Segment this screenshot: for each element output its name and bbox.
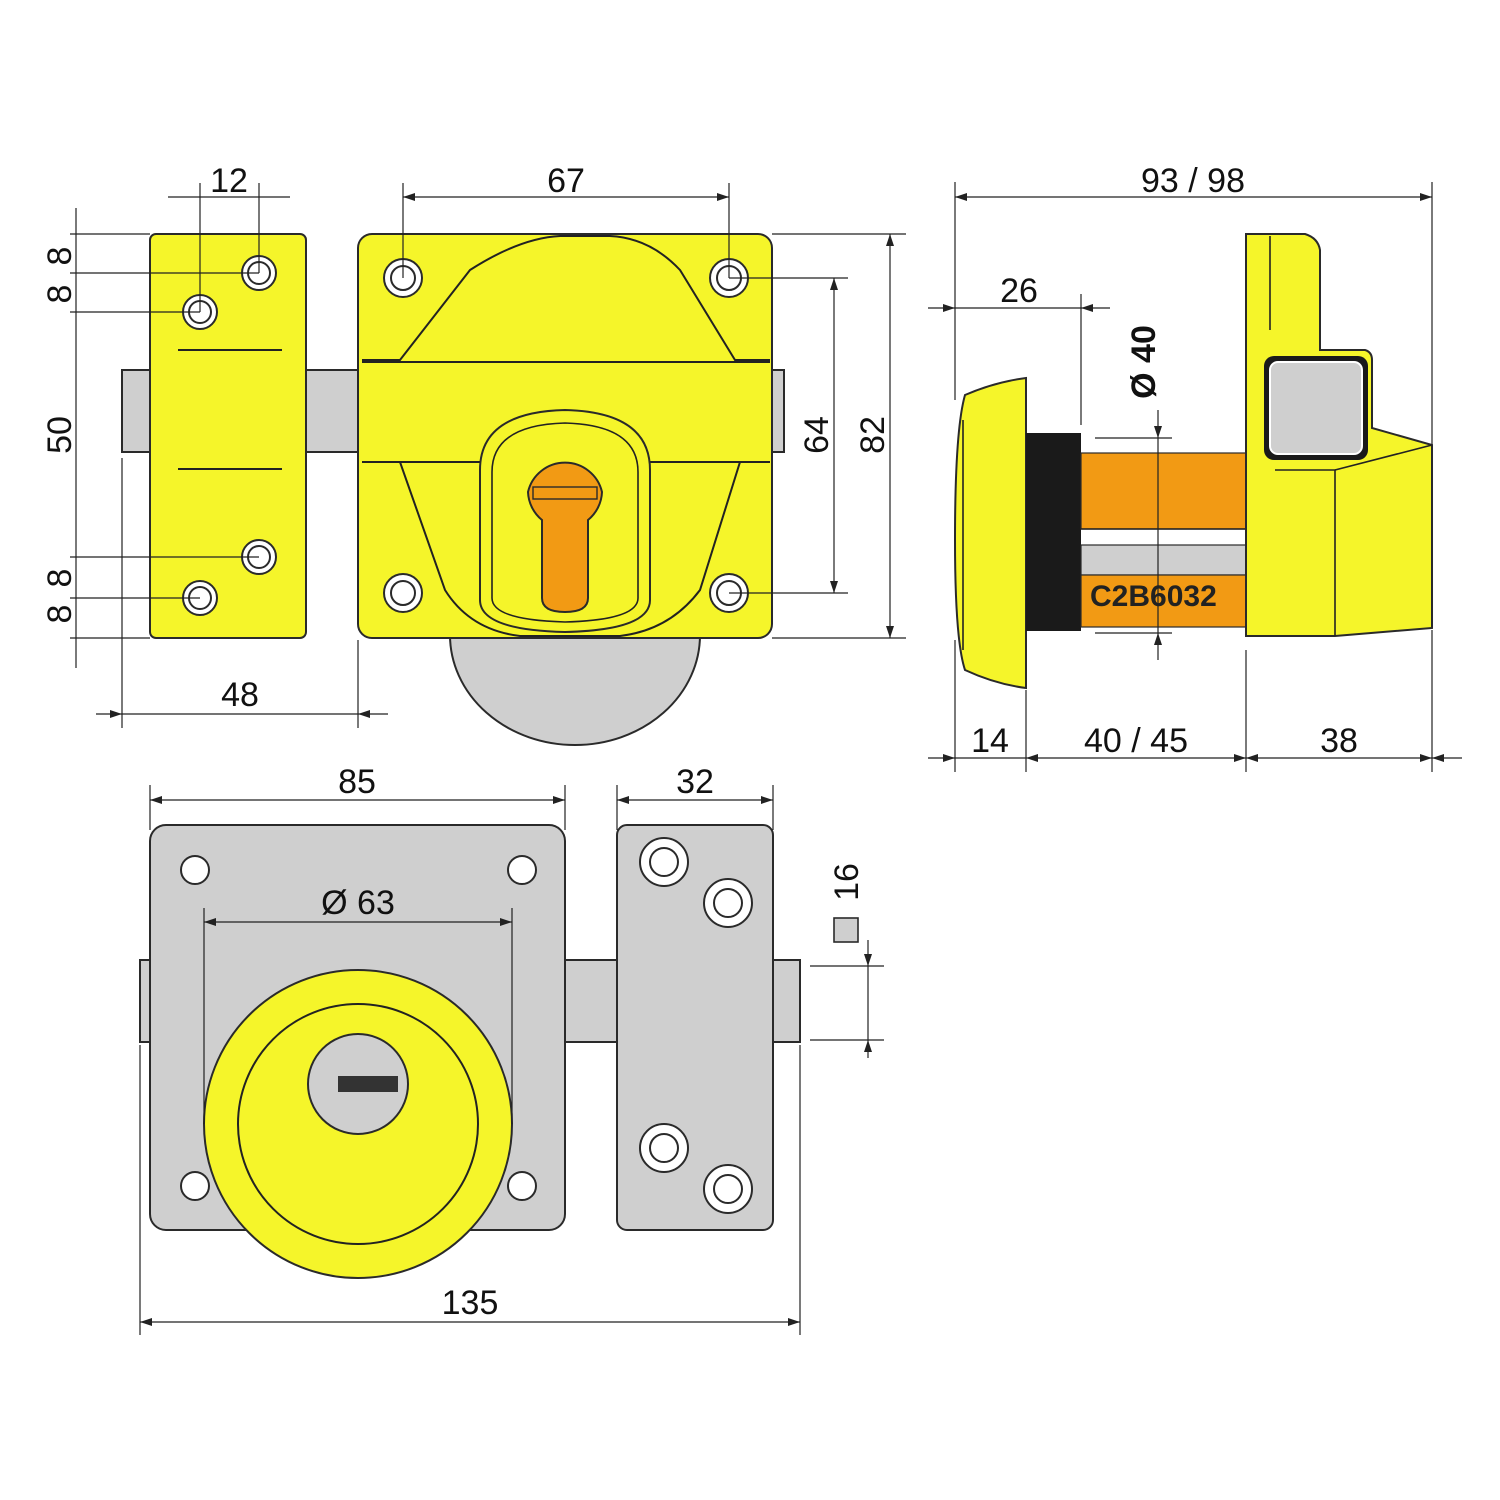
dim-label: 50: [41, 416, 79, 454]
bolt-section-square: [833, 917, 859, 943]
dim-82: 82: [772, 233, 906, 639]
dim-label: 8: [41, 605, 79, 624]
dim-label: 8: [41, 285, 79, 304]
back-strike-plate: [616, 824, 774, 1231]
dim-label: Ø 63: [321, 884, 395, 922]
dim-12: 12: [168, 162, 290, 312]
dim-14-40-45-38: 14 40 / 45 38: [928, 630, 1462, 772]
body-screw-holes: [383, 258, 749, 613]
dim-93-98: 93 / 98: [954, 162, 1433, 445]
dim-label: 93 / 98: [1141, 162, 1245, 200]
lock-body-upper-ridge: [362, 235, 770, 361]
front-drum: [448, 634, 702, 746]
back-strike-holes: [639, 837, 753, 1214]
dim-67: 67: [402, 162, 730, 278]
dim-label: 67: [547, 162, 585, 200]
back-plate-holes: [180, 855, 537, 1201]
dim-label: 32: [676, 763, 714, 801]
dim-label: 12: [210, 162, 248, 200]
dim-label: 26: [1000, 272, 1038, 310]
dim-32: 32: [616, 763, 774, 830]
cylinder-keyhole: [526, 461, 604, 614]
dim-label: 64: [798, 416, 836, 454]
side-cylinder-shaft: [1080, 544, 1247, 576]
dim-135: 135: [139, 1045, 801, 1335]
dim-label: 8: [41, 569, 79, 588]
dim-diameter-63: Ø 63: [203, 884, 513, 1124]
dim-26: 26: [928, 272, 1110, 425]
side-rosette: [953, 376, 1027, 690]
front-view: 12 67 8 8 50 8 8: [41, 162, 906, 746]
dim-label: 82: [854, 416, 892, 454]
cylinder-key-slot: [532, 486, 598, 500]
plate-hole: [507, 1171, 537, 1201]
side-view: C2B6032 93 / 98 26 Ø 40: [928, 162, 1462, 772]
back-view: 85 32 Ø 63 16 16: [139, 763, 884, 1335]
model-code: C2B6032: [1090, 580, 1217, 613]
dim-label: 8: [41, 247, 79, 266]
dim-label: 40 / 45: [1084, 722, 1188, 760]
back-key-slot: [338, 1076, 398, 1092]
lock-body-lower-ridge: [362, 461, 770, 637]
dim-left-stack: 8 8 50 8 8: [41, 208, 259, 668]
side-cylinder: [1080, 452, 1247, 530]
dim-label: Ø 40: [1125, 325, 1163, 399]
dim-85: 85: [149, 763, 566, 830]
dim-64: 64: [729, 277, 848, 594]
dim-label: 135: [442, 1284, 499, 1322]
dim-16-bolt: 16 16: [810, 863, 884, 1058]
dim-label: 16: [828, 863, 866, 901]
plate-hole: [507, 855, 537, 885]
dim-diameter-40: Ø 40: [1095, 325, 1172, 660]
dim-label: 48: [221, 676, 259, 714]
side-washer: [1026, 433, 1081, 631]
dim-label: 38: [1320, 722, 1358, 760]
plate-hole: [180, 855, 210, 885]
dim-48: 48: [96, 458, 388, 728]
side-cylinder-label-band: [1080, 574, 1247, 628]
front-strike-plate: [149, 233, 307, 639]
dim-label: 14: [971, 722, 1009, 760]
plate-hole: [180, 1171, 210, 1201]
dim-label: 85: [338, 763, 376, 801]
